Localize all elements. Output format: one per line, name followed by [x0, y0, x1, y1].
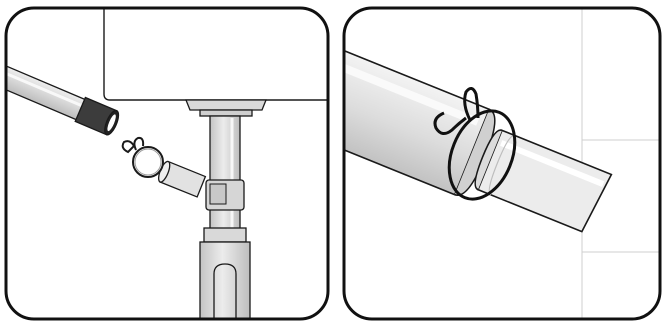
spring-clamp: [433, 87, 517, 201]
drain-tailpiece: [209, 115, 241, 231]
drain-trap-pipe: [199, 227, 251, 319]
drain-flange: [185, 99, 267, 117]
drain-spigot: [474, 129, 613, 233]
spring-clamp: [121, 136, 164, 178]
right-panel: [342, 6, 662, 321]
left-panel-frame: [4, 6, 330, 321]
sink-basin: [103, 8, 328, 101]
drain-branch-fitting: [205, 179, 245, 211]
right-panel-frame: [342, 6, 662, 321]
drain-hose: [344, 40, 496, 197]
left-panel: [4, 6, 330, 321]
drain-hose: [6, 60, 120, 136]
drain-spigot: [157, 160, 207, 198]
